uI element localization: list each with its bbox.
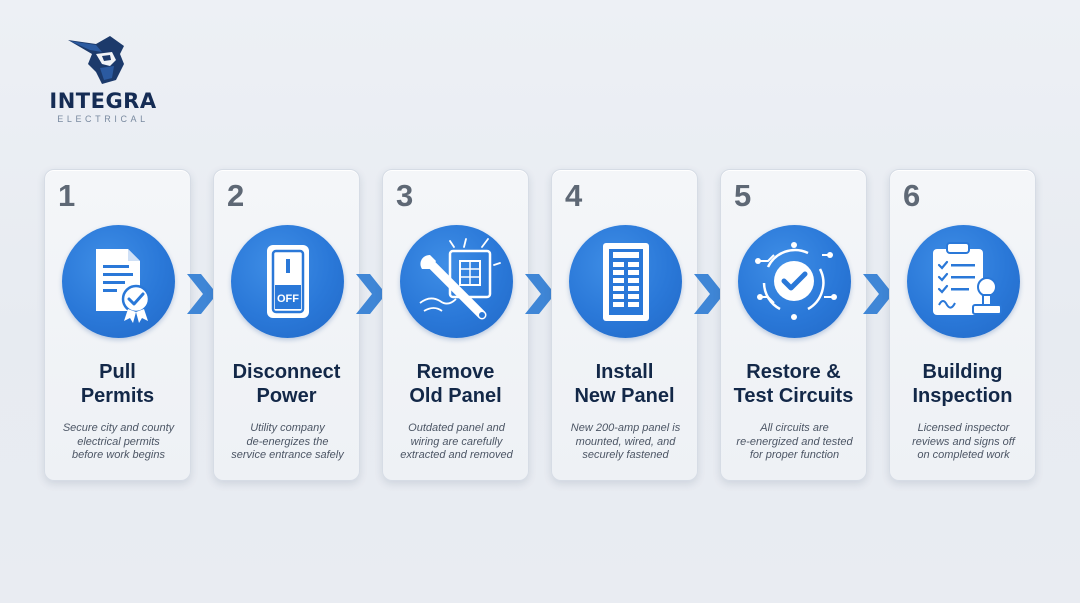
step-title: Install New Panel	[552, 360, 697, 408]
step-description: New 200-amp panel is mounted, wired, and…	[558, 422, 693, 463]
step-number: 5	[734, 178, 752, 213]
step-number: 1	[58, 178, 76, 213]
step-description-line: electrical permits	[77, 435, 160, 448]
knight-helmet-icon	[68, 36, 124, 84]
step-description-line: All circuits are	[760, 422, 829, 434]
step-title-line: Install	[595, 361, 654, 383]
clipboard-stamp-icon	[933, 242, 1002, 315]
step-description-line: securely fastened	[582, 449, 669, 461]
step-title-line: Pull	[99, 361, 136, 383]
step-title: Pull Permits	[45, 360, 190, 408]
step-card-2: 2 OFF Disconnect Power Utility company d…	[213, 169, 360, 481]
step-description-line: New 200-amp panel is	[570, 422, 681, 434]
step-icon-circle	[400, 225, 513, 338]
step-description-line: re-energized and tested	[736, 435, 853, 448]
step-title-line: Disconnect	[232, 361, 341, 383]
brand-subtitle: ELECTRICAL	[57, 114, 149, 124]
step-description: Utility company de-energizes the service…	[220, 422, 355, 463]
step-number: 6	[903, 178, 921, 213]
step-title-line: Remove	[416, 361, 495, 383]
step-title: Restore & Test Circuits	[721, 360, 866, 408]
chevron-right-icon	[187, 274, 217, 314]
step-icon-circle: OFF	[231, 225, 344, 338]
step-number: 2	[227, 178, 245, 213]
step-description-line: extracted and removed	[400, 449, 513, 461]
step-description-line: reviews and signs off	[912, 435, 1015, 448]
step-description-line: Licensed inspector	[917, 422, 1010, 434]
step-description-line: wiring are carefully	[410, 435, 503, 448]
brand-name: INTEGRA	[49, 89, 157, 113]
chevron-right-icon	[863, 274, 893, 314]
circuit-check-icon	[755, 242, 837, 320]
step-title: Disconnect Power	[214, 360, 359, 408]
switch-off-label: OFF	[277, 293, 299, 305]
step-card-3: 3 Remove Old Panel Outdated panel and wi…	[382, 169, 529, 481]
step-title-line: Inspection	[912, 385, 1013, 407]
step-number: 3	[396, 178, 414, 213]
breaker-panel-icon	[603, 243, 649, 321]
step-title-line: Test Circuits	[733, 385, 854, 407]
step-description-line: Secure city and county	[62, 422, 175, 434]
step-description-line: on completed work	[917, 449, 1010, 461]
step-description-line: service entrance safely	[231, 449, 344, 461]
step-number: 4	[565, 178, 583, 213]
step-card-1: 1 Pull Permits Secure city and county el…	[44, 169, 191, 481]
step-card-6: 6 Building Inspection Licensed insp	[889, 169, 1036, 481]
chevron-right-icon	[525, 274, 555, 314]
wrench-panel-icon	[419, 238, 501, 320]
step-title-line: Building	[922, 361, 1003, 383]
brand-logo: INTEGRA ELECTRICAL	[40, 34, 170, 126]
step-description-line: before work begins	[72, 449, 165, 461]
step-description-line: for proper function	[749, 449, 840, 461]
step-description-line: de-energizes the	[246, 435, 329, 448]
step-title: Building Inspection	[890, 360, 1035, 408]
step-title-line: New Panel	[574, 385, 675, 407]
step-card-4: 4 Install New Panel New 200-amp panel is…	[551, 169, 698, 481]
step-icon-circle	[62, 225, 175, 338]
step-card-5: 5 Restore & Test Circuits All circu	[720, 169, 867, 481]
step-icon-circle	[569, 225, 682, 338]
step-title: Remove Old Panel	[383, 360, 528, 408]
step-title-line: Old Panel	[409, 385, 502, 407]
step-description: All circuits are re-energized and tested…	[727, 422, 862, 463]
chevron-right-icon	[356, 274, 386, 314]
step-description-line: Outdated panel and	[408, 422, 505, 434]
step-title-line: Power	[256, 385, 317, 407]
step-description: Licensed inspector reviews and signs off…	[896, 422, 1031, 463]
chevron-right-icon	[694, 274, 724, 314]
permit-document-icon	[96, 249, 151, 323]
step-description: Secure city and county electrical permit…	[51, 422, 186, 463]
step-title-line: Restore &	[746, 361, 841, 383]
step-description-line: mounted, wired, and	[575, 435, 676, 448]
step-icon-circle	[738, 225, 851, 338]
step-description-line: Utility company	[250, 422, 325, 434]
step-icon-circle	[907, 225, 1020, 338]
step-description: Outdated panel and wiring are carefully …	[389, 422, 524, 463]
step-title-line: Permits	[80, 385, 155, 407]
power-switch-icon: OFF	[267, 245, 309, 318]
